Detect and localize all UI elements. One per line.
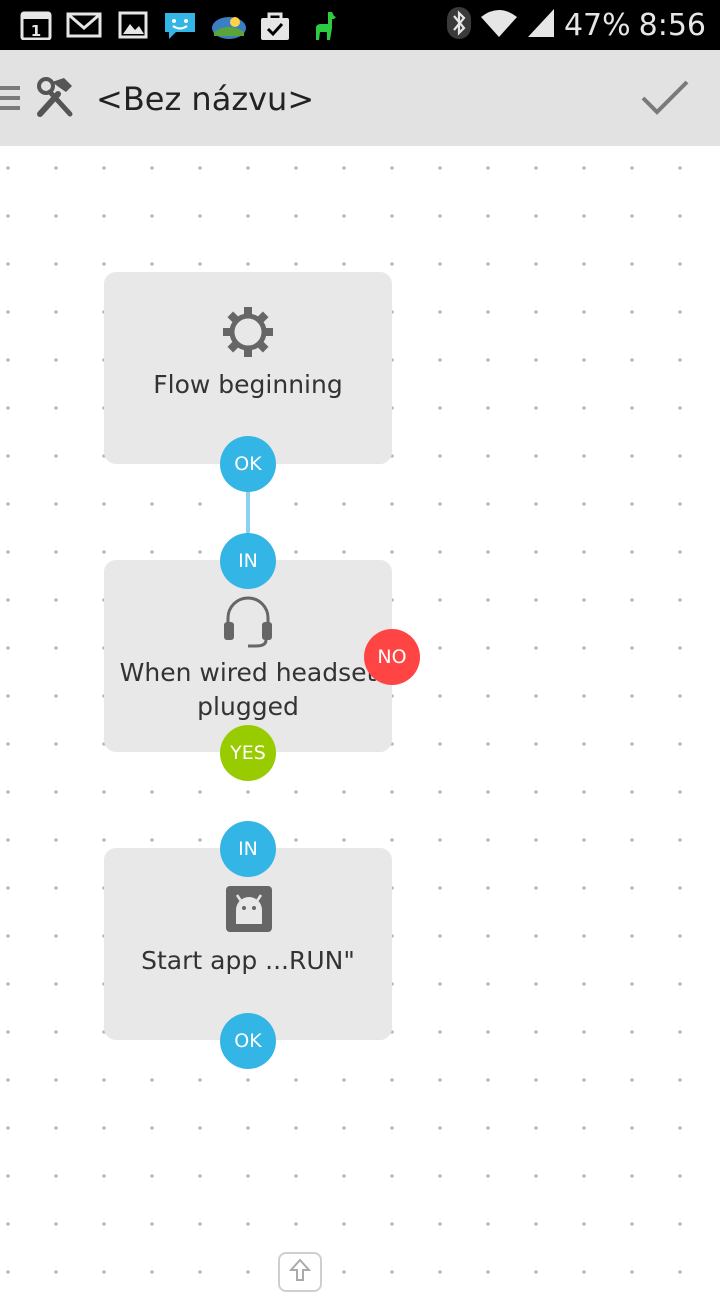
port-no[interactable]: NO — [364, 629, 420, 685]
wifi-icon — [480, 7, 518, 44]
gallery-icon — [118, 10, 148, 40]
bluetooth-icon — [446, 6, 472, 45]
port-yes[interactable]: YES — [220, 725, 276, 781]
port-in[interactable]: IN — [220, 533, 276, 589]
node-label-line1: When wired headset — [119, 658, 377, 687]
port-ok[interactable]: OK — [220, 1013, 276, 1069]
node-start-app[interactable]: Start app ...RUN" — [104, 848, 392, 1040]
weather-icon — [210, 10, 248, 40]
signal-icon — [526, 7, 556, 44]
port-in[interactable]: IN — [220, 821, 276, 877]
checkmark-icon[interactable] — [640, 78, 690, 123]
arrow-up-icon — [288, 1258, 312, 1287]
node-label-line2: plugged — [197, 692, 299, 721]
node-wired-headset[interactable]: When wired headset plugged — [104, 560, 392, 752]
messaging-icon — [162, 10, 198, 40]
action-bar: <Bez názvu> — [0, 50, 720, 146]
task-icon — [258, 10, 292, 40]
port-ok[interactable]: OK — [220, 436, 276, 492]
add-block-handle[interactable] — [278, 1252, 322, 1292]
menu-icon[interactable] — [0, 84, 20, 117]
node-label: Start app ...RUN" — [141, 946, 355, 975]
battery-percentage: 47% — [563, 7, 631, 43]
svg-text:1: 1 — [31, 22, 41, 40]
alpaca-icon — [308, 10, 340, 40]
tools-icon[interactable] — [32, 76, 80, 125]
node-label: Flow beginning — [153, 370, 343, 399]
connector-line — [246, 490, 250, 536]
calendar-icon: 1 — [20, 10, 52, 40]
node-flow-beginning[interactable]: Flow beginning — [104, 272, 392, 464]
gmail-icon — [66, 10, 102, 40]
flow-title[interactable]: <Bez názvu> — [96, 80, 315, 118]
headset-icon — [222, 592, 274, 653]
status-bar: 1 — [0, 0, 720, 50]
android-app-icon — [224, 884, 274, 939]
status-right: 47% 8:56 — [446, 0, 706, 50]
gear-icon — [222, 306, 274, 363]
clock: 8:56 — [638, 7, 706, 43]
